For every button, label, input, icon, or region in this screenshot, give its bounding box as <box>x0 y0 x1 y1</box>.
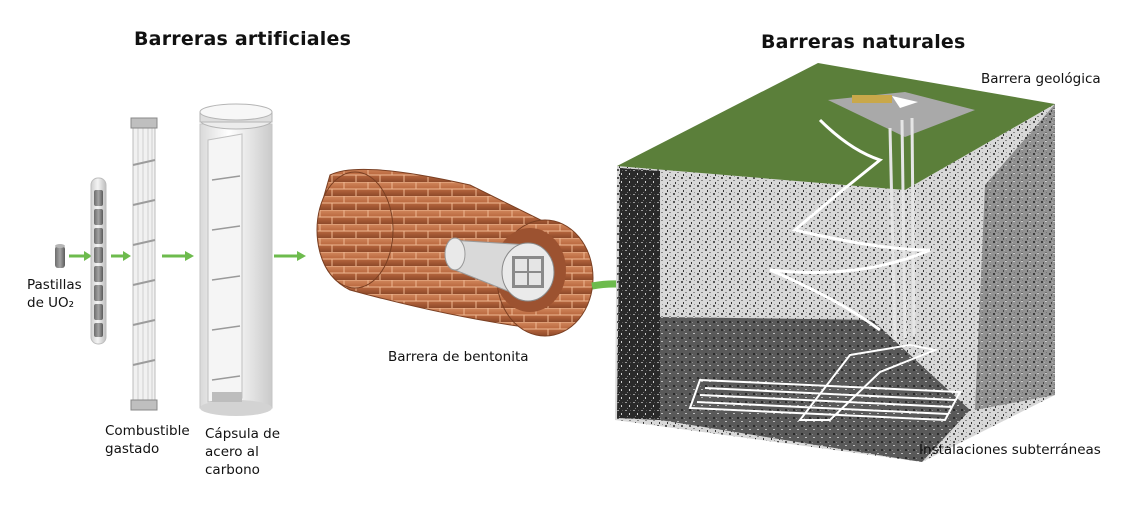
geological-block-icon <box>615 63 1055 462</box>
fuel-rod-icon <box>90 177 107 345</box>
label-capsule-line3: carbono <box>205 462 260 478</box>
steel-capsule-icon <box>199 103 273 416</box>
label-capsule-line2: acero al <box>205 444 259 460</box>
label-geological: Barrera geológica <box>981 71 1101 87</box>
bentonite-barrier-icon <box>316 168 594 337</box>
heading-artificial-barriers: Barreras artificiales <box>134 28 352 50</box>
label-pellets-line1: Pastillas <box>27 277 82 293</box>
label-pellets: Pastillas de UO₂ <box>27 276 82 312</box>
label-bentonite: Barrera de bentonita <box>388 349 529 365</box>
label-spent-fuel-line2: gastado <box>105 441 160 457</box>
label-spent-fuel: Combustible gastado <box>105 422 190 458</box>
uo2-pellet-icon <box>55 244 65 268</box>
flow-arrow-4 <box>274 251 306 261</box>
label-spent-fuel-line1: Combustible <box>105 423 190 439</box>
label-capsule: Cápsula de acero al carbono <box>205 425 280 479</box>
flow-arrow-2 <box>111 251 131 261</box>
heading-natural-barriers: Barreras naturales <box>761 31 966 53</box>
label-pellets-line2: de UO₂ <box>27 295 75 311</box>
spent-fuel-assembly-icon <box>130 117 158 411</box>
flow-arrow-1 <box>69 251 92 261</box>
label-underground: Instalaciones subterráneas <box>919 442 1101 458</box>
flow-arrow-3 <box>162 251 194 261</box>
label-capsule-line1: Cápsula de <box>205 426 281 442</box>
